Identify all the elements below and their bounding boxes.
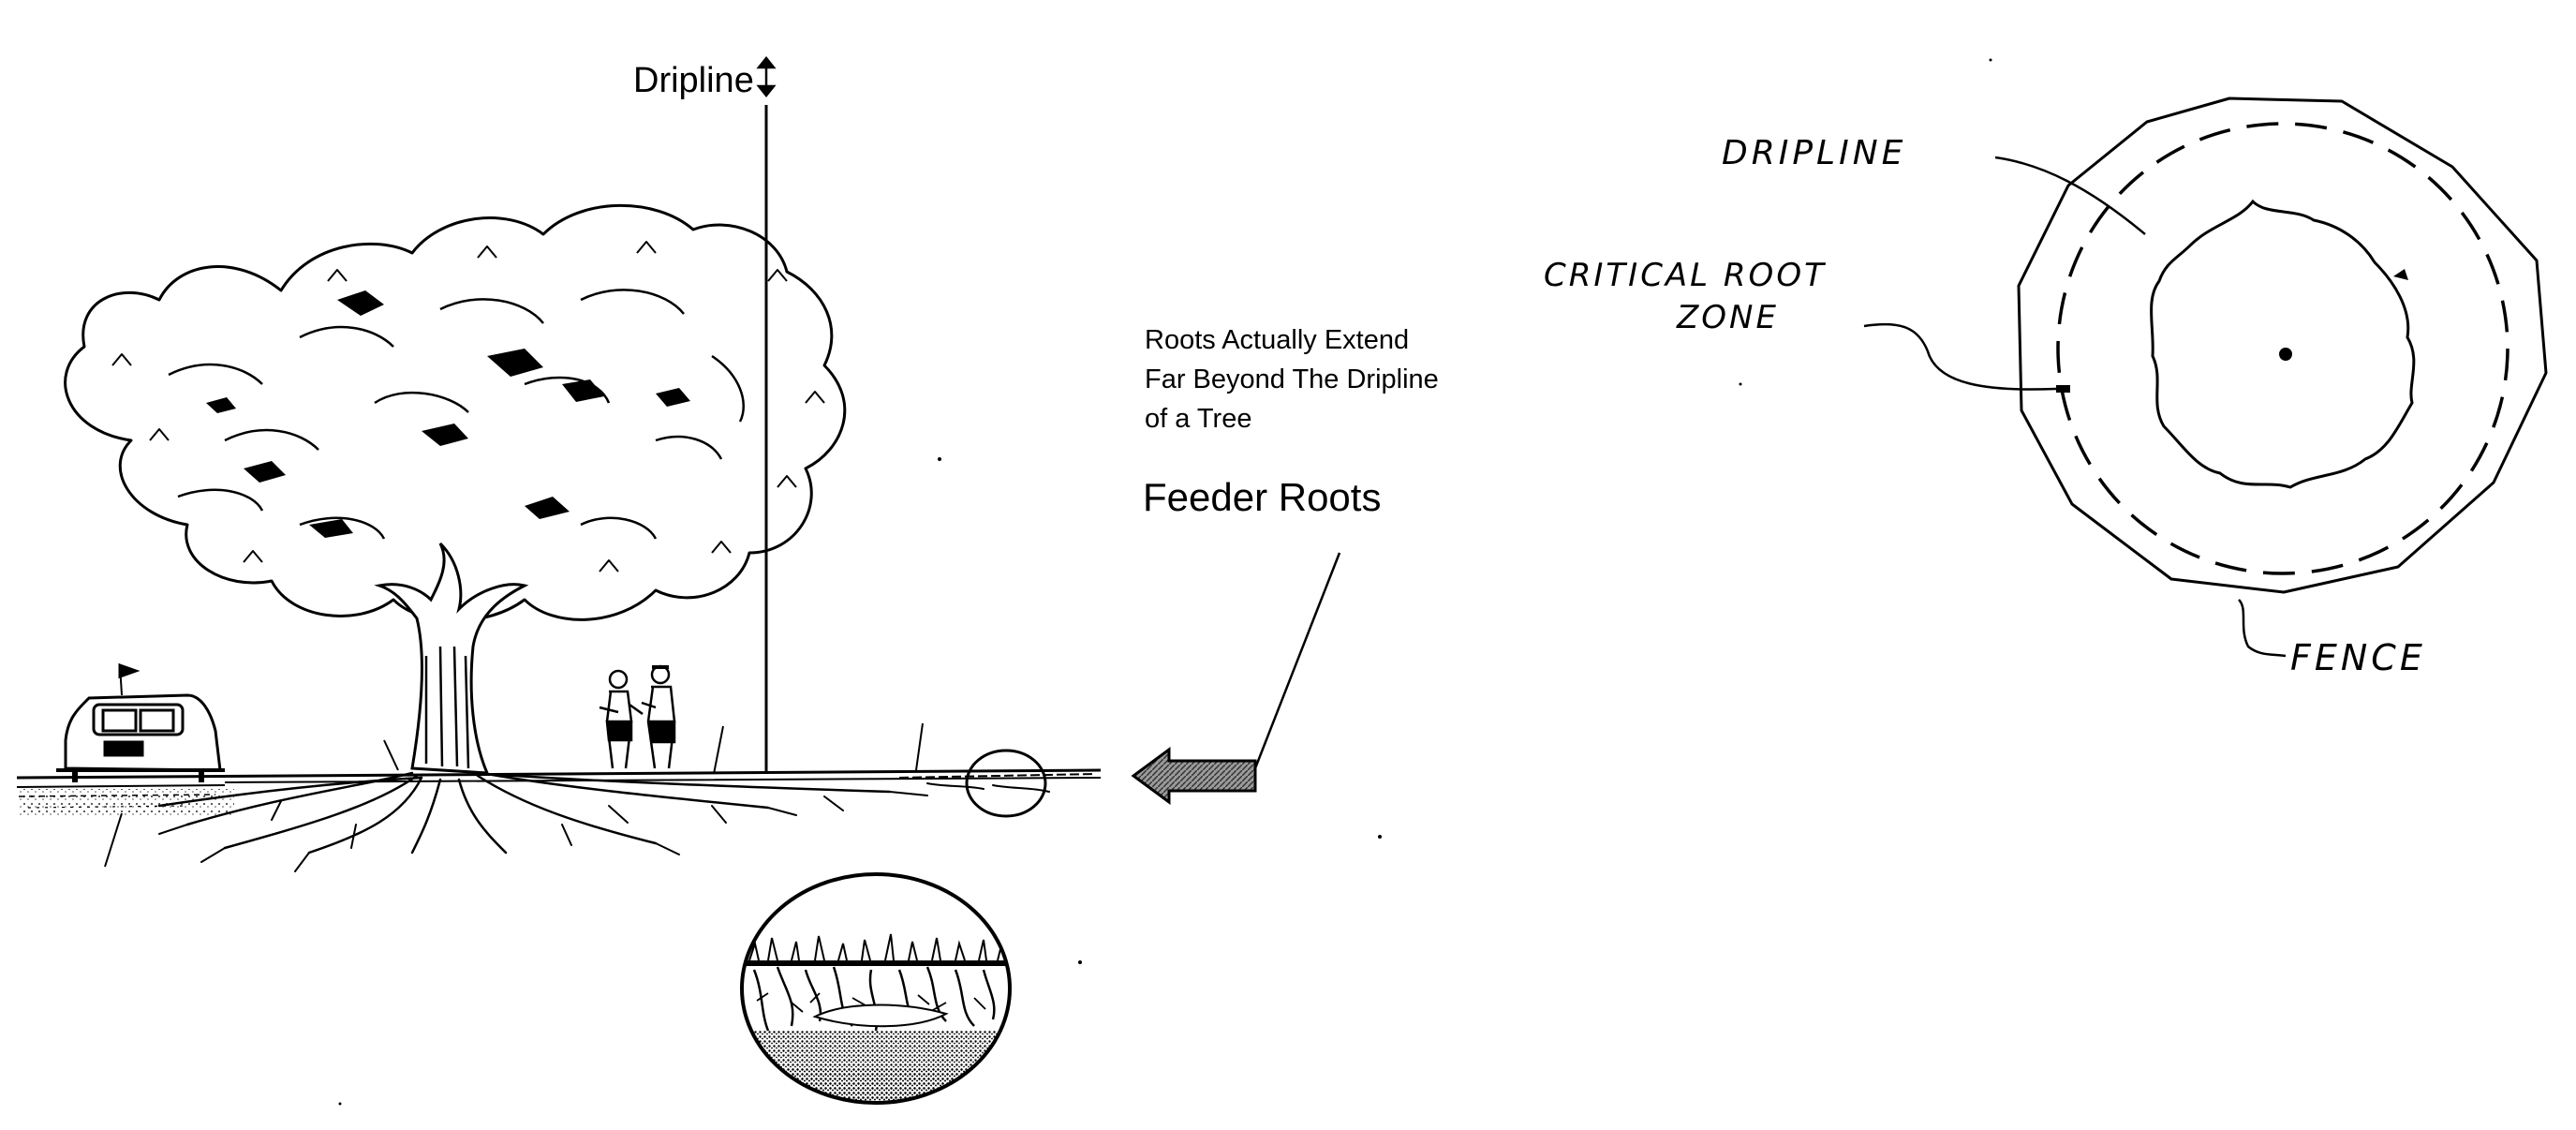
scan-specks <box>338 58 1992 1106</box>
plan-fence-label: FENCE <box>2290 637 2426 678</box>
roots-extend-line1: Roots Actually Extend <box>1145 325 1409 355</box>
plan-critical-zone-label-line1: CRITICAL ROOT <box>1544 257 1827 294</box>
plan-dripline-label: DRIPLINE <box>1722 134 1906 172</box>
grass-tufts <box>104 722 924 868</box>
tree-center-point <box>2279 348 2292 361</box>
section-view: Dripline Roots Actua <box>16 55 1439 1105</box>
plan-critical-zone-label-line2: ZONE <box>1676 299 1779 336</box>
critical-root-zone-shape <box>2150 199 2416 489</box>
car-illustration <box>56 662 225 782</box>
dripline-dashed-circle <box>2056 122 2509 575</box>
up-down-arrow-icon <box>756 55 777 98</box>
ground-stipple <box>19 789 234 815</box>
feeder-roots-label: Feeder Roots <box>1143 475 1381 519</box>
tree-canopy <box>64 203 847 622</box>
dripline-label: Dripline <box>633 61 754 100</box>
roots-extend-line2: Far Beyond The Dripline <box>1145 364 1439 394</box>
roots-extend-line3: of a Tree <box>1145 404 1251 434</box>
plan-leader-lines <box>1863 156 2287 658</box>
magnified-root-inset <box>740 872 1012 1105</box>
tree-roots <box>157 771 1050 872</box>
feeder-root-highlight-circle <box>965 749 1047 818</box>
people-illustration <box>599 664 676 769</box>
fence-polygon <box>2017 97 2548 594</box>
left-arrow-icon <box>1131 747 1257 805</box>
tree-trunk <box>374 542 529 775</box>
plan-view: DRIPLINE CRITICAL ROOT ZONE FENCE <box>1544 97 2548 678</box>
feeder-roots-leader-line <box>1253 552 1341 769</box>
